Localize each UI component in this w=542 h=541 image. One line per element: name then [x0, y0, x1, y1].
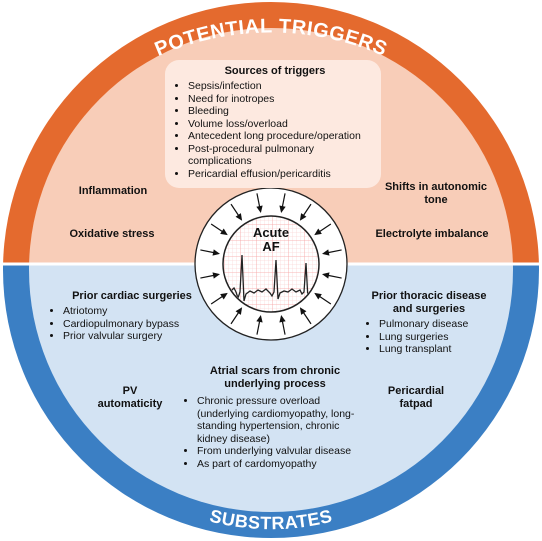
arrow-shaft	[200, 249, 216, 254]
arrow-shaft	[281, 319, 286, 335]
arrow-head	[299, 213, 307, 221]
atrial-scars-box: Atrial scars from chronic underlying pro…	[186, 365, 364, 470]
autonomic-tone-label: Shifts in autonomic tone	[384, 181, 488, 206]
arrow-shaft	[326, 274, 342, 279]
atrial-scars-list: Chronic pressure overload (underlying ca…	[186, 395, 364, 470]
list-item: Need for inotropes	[188, 93, 373, 106]
af-label: AF	[262, 239, 280, 254]
arrow-shaft	[200, 274, 216, 279]
arrow-head	[220, 292, 228, 300]
list-item: Volume loss/overload	[188, 118, 373, 131]
arrow-shaft	[230, 203, 240, 217]
arrow-shaft	[256, 193, 261, 209]
arrow-shaft	[302, 203, 312, 217]
list-item: Pulmonary disease	[379, 318, 496, 331]
prior-thoracic-box: Prior thoracic disease and surgeries Pul…	[362, 290, 496, 356]
acute-af-label: Acute AF	[241, 226, 301, 254]
list-item: Atriotomy	[63, 305, 212, 318]
sources-list: Sepsis/infection Need for inotropes Blee…	[177, 80, 373, 180]
arrow-shaft	[326, 249, 342, 254]
inflammation-label: Inflammation	[78, 185, 148, 197]
list-item: Prior valvular surgery	[63, 330, 212, 343]
prior-thoracic-list: Pulmonary disease Lung surgeries Lung tr…	[368, 318, 496, 356]
arrow-head	[322, 249, 330, 256]
arrow-head	[279, 315, 286, 323]
pv-automaticity-label: PV automaticity	[97, 385, 163, 410]
list-item: Post-procedural pulmonary complications	[188, 143, 373, 168]
atrial-scars-title: Atrial scars from chronic underlying pro…	[209, 365, 341, 390]
pointing-arrows	[200, 193, 342, 335]
ecg-trace	[224, 254, 318, 302]
arrow-head	[235, 307, 243, 315]
list-item: Pericardial effusion/pericarditis	[188, 168, 373, 181]
arrow-shaft	[302, 311, 312, 325]
list-item: Cardiopulmonary bypass	[63, 318, 212, 331]
arrow-shaft	[230, 311, 240, 325]
oxidative-stress-label: Oxidative stress	[69, 228, 155, 240]
list-item: Sepsis/infection	[188, 80, 373, 93]
list-item: From underlying valvular disease	[197, 445, 364, 458]
list-item: Chronic pressure overload (underlying ca…	[197, 395, 364, 445]
arrow-head	[220, 228, 228, 236]
list-item: Lung transplant	[379, 343, 496, 356]
arrow-head	[212, 249, 220, 256]
arrow-head	[279, 205, 286, 213]
arrow-head	[314, 228, 322, 236]
ecg-circle	[222, 215, 320, 313]
arrow-shaft	[318, 223, 332, 233]
arrow-shaft	[210, 295, 224, 305]
arrow-shaft	[210, 223, 224, 233]
pericardial-fatpad-label: Pericardial fatpad	[387, 385, 445, 410]
arrow-shaft	[281, 193, 286, 209]
substrates-half	[3, 264, 539, 538]
sources-title: Sources of triggers	[224, 65, 326, 77]
list-item: Lung surgeries	[379, 331, 496, 344]
substrate-area	[29, 264, 513, 512]
acute-label: Acute	[252, 225, 290, 240]
arrow-head	[299, 307, 307, 315]
arrow-head	[256, 205, 263, 213]
arrow-head	[322, 272, 330, 279]
prior-cardiac-box: Prior cardiac surgeries Atriotomy Cardio…	[52, 290, 212, 343]
electrolyte-label: Electrolyte imbalance	[375, 228, 489, 240]
list-item: Antecedent long procedure/operation	[188, 130, 373, 143]
arrow-head	[235, 213, 243, 221]
sources-of-triggers-box: Sources of triggers Sepsis/infection Nee…	[165, 60, 381, 188]
arrow-shaft	[256, 319, 261, 335]
prior-cardiac-list: Atriotomy Cardiopulmonary bypass Prior v…	[52, 305, 212, 343]
prior-thoracic-title: Prior thoracic disease and surgeries	[371, 290, 487, 315]
arrow-shaft	[318, 295, 332, 305]
arrow-head	[212, 272, 220, 279]
arrow-head	[314, 292, 322, 300]
list-item: As part of cardomyopathy	[197, 458, 364, 471]
list-item: Bleeding	[188, 105, 373, 118]
arrow-head	[256, 315, 263, 323]
prior-cardiac-title: Prior cardiac surgeries	[72, 290, 192, 302]
